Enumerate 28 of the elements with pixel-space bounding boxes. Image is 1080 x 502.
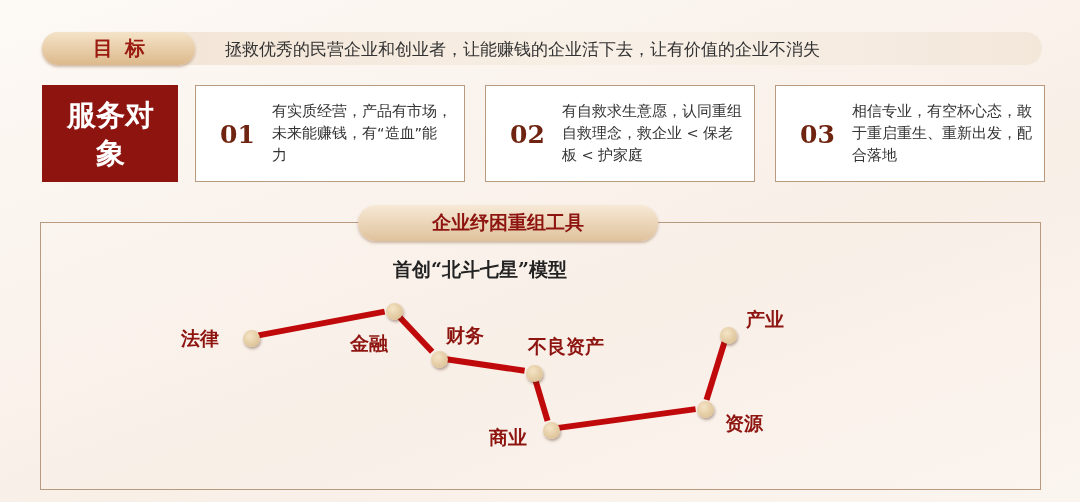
point-label: 金融 [350, 332, 388, 354]
criteria-card [485, 85, 755, 182]
card-number: 03 [800, 120, 835, 149]
goal-banner [42, 32, 1042, 65]
criteria-card [195, 85, 465, 182]
connector-line [445, 356, 526, 374]
category-heading-box: 服务对象 [42, 85, 178, 182]
goal-tag: 目标 [42, 32, 195, 65]
card-text: 有自救求生意愿，认同重组自救理念，救企业 < 保老板 < 护家庭 [562, 102, 742, 165]
model-heading: 首创“北斗七星”模型 [393, 257, 567, 282]
point-label: 商业 [489, 426, 527, 448]
point-label: 资源 [725, 412, 763, 434]
card-number: 02 [510, 120, 545, 149]
card-number: 01 [220, 120, 255, 149]
card-text: 相信专业，有空杯心态，敢于重启重生、重新出发，配合落地 [852, 102, 1032, 165]
connector-line [257, 308, 386, 339]
card-text: 有实质经营，产品有市场，未来能赚钱，有“造血”能力 [272, 102, 452, 165]
connector-line [532, 379, 551, 422]
connector-line [396, 314, 435, 354]
connector-line [558, 406, 696, 431]
criteria-card [775, 85, 1045, 182]
connector-line [703, 341, 728, 401]
section-title-tab: 企业纾困重组工具 [358, 205, 658, 241]
point-label: 产业 [746, 308, 784, 330]
point-label: 不良资产 [528, 335, 604, 357]
goal-statement: 拯救优秀的民营企业和创业者，让能赚钱的企业活下去，让有价值的企业不消失 [225, 38, 820, 61]
point-label: 财务 [446, 324, 484, 346]
point-label: 法律 [181, 327, 219, 349]
